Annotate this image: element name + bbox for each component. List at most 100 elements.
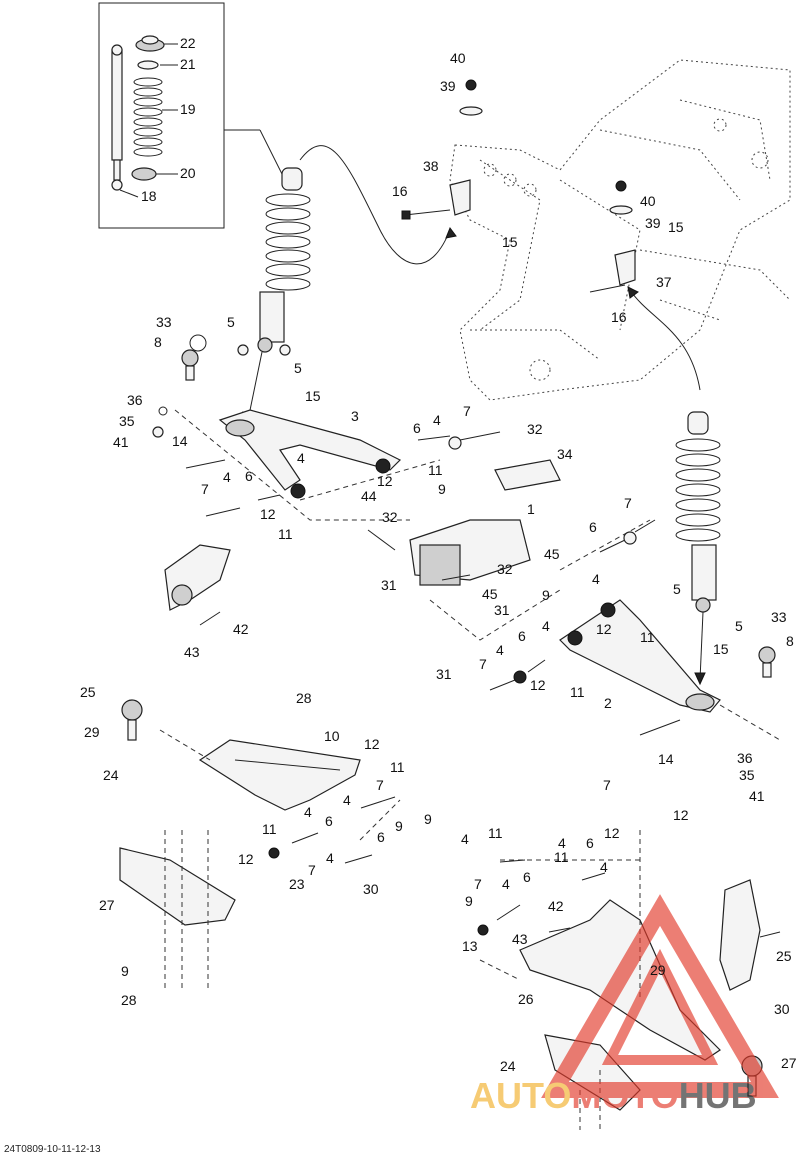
part-label: 4 xyxy=(496,642,504,658)
part-label: 32 xyxy=(382,509,398,525)
part-label: 19 xyxy=(180,101,196,117)
part-label: 9 xyxy=(395,818,403,834)
part-label: 41 xyxy=(113,434,129,450)
part-label: 13 xyxy=(462,938,478,954)
part-label: 6 xyxy=(377,829,385,845)
part-label: 40 xyxy=(640,193,656,209)
part-label: 9 xyxy=(542,587,550,603)
ball-joint-8-right xyxy=(758,646,776,678)
knuckle-right xyxy=(719,879,761,991)
part-label: 15 xyxy=(668,219,684,235)
part-label: 4 xyxy=(304,804,312,820)
part-label: 4 xyxy=(502,876,510,892)
part-label: 6 xyxy=(589,519,597,535)
part-label: 6 xyxy=(523,869,531,885)
assembly-guides xyxy=(159,409,781,1130)
part-label: 11 xyxy=(488,825,503,841)
part-label: 4 xyxy=(461,831,469,847)
part-label: 36 xyxy=(127,392,143,408)
part-label: 2 xyxy=(604,695,612,711)
part-label: 42 xyxy=(548,898,564,914)
part-label: 4 xyxy=(223,469,231,485)
watermark-logo: AUTOMOTOHUB xyxy=(470,894,779,1116)
part-label: 9 xyxy=(438,481,446,497)
part-label: 7 xyxy=(201,481,209,497)
part-label: 36 xyxy=(737,750,753,766)
watermark-part3: HUB xyxy=(679,1075,757,1116)
part-label: 12 xyxy=(530,677,546,693)
watermark-part2: MOTO xyxy=(571,1075,678,1116)
part-label: 4 xyxy=(297,450,305,466)
part-label: 38 xyxy=(423,158,439,174)
part-label: 45 xyxy=(544,546,560,562)
shock-absorber-small xyxy=(111,44,123,191)
part-label: 12 xyxy=(604,825,620,841)
part-label: 11 xyxy=(278,526,293,542)
part-label: 41 xyxy=(749,788,765,804)
spring-retainer-top xyxy=(135,35,165,52)
part-label: 26 xyxy=(518,991,534,1007)
part-label: 44 xyxy=(361,488,377,504)
part-label: 7 xyxy=(463,403,471,419)
ball-joint-29-left xyxy=(121,699,143,741)
part-label: 33 xyxy=(771,609,787,625)
part-label: 6 xyxy=(586,835,594,851)
part-label: 9 xyxy=(465,893,473,909)
part-label: 7 xyxy=(308,862,316,878)
drawing-code: 24T0809-10-11-12-13 xyxy=(4,1144,101,1155)
part-label: 31 xyxy=(494,602,510,618)
part-label: 8 xyxy=(786,633,794,649)
part-label: 43 xyxy=(512,931,528,947)
part-label: 11 xyxy=(428,462,443,478)
lower-a-arm-right xyxy=(559,599,721,713)
bracket-34 xyxy=(494,459,561,491)
part-label: 7 xyxy=(474,876,482,892)
part-label: 16 xyxy=(392,183,408,199)
part-label: 43 xyxy=(184,644,200,660)
upper-a-arm-left xyxy=(218,409,402,499)
part-label: 7 xyxy=(376,777,384,793)
part-label: 4 xyxy=(600,859,608,875)
part-label: 7 xyxy=(603,777,611,793)
part-label: 9 xyxy=(424,811,432,827)
part-label: 29 xyxy=(84,724,100,740)
lower-a-arm-10 xyxy=(198,739,361,811)
part-label: 12 xyxy=(377,473,393,489)
part-label: 28 xyxy=(296,690,312,706)
part-label: 32 xyxy=(497,561,513,577)
part-label: 5 xyxy=(294,360,302,376)
part-label: 6 xyxy=(518,628,526,644)
part-label: 33 xyxy=(156,314,172,330)
part-label: 15 xyxy=(713,641,729,657)
part-label: 11 xyxy=(390,759,405,775)
part-label: 32 xyxy=(527,421,543,437)
part-label: 27 xyxy=(781,1055,797,1071)
part-label: 6 xyxy=(245,468,253,484)
part-label: 35 xyxy=(739,767,755,783)
part-label: 23 xyxy=(289,876,305,892)
part-label: 15 xyxy=(305,388,321,404)
knuckle-left xyxy=(164,544,231,611)
part-label: 16 xyxy=(611,309,627,325)
part-label: 4 xyxy=(542,618,550,634)
part-label: 11 xyxy=(554,849,569,865)
watermark-text: AUTOMOTOHUB xyxy=(470,1075,757,1116)
part-label: 42 xyxy=(233,621,249,637)
part-label: 22 xyxy=(180,35,196,51)
part-label: 11 xyxy=(640,629,655,645)
part-label: 40 xyxy=(450,50,466,66)
part-labels: 22 21 19 20 18 40 39 38 16 15 40 39 15 3… xyxy=(80,35,797,1074)
part-label: 31 xyxy=(381,577,397,593)
part-label: 24 xyxy=(500,1058,516,1074)
part-label: 20 xyxy=(180,165,196,181)
part-label: 37 xyxy=(656,274,672,290)
part-label: 21 xyxy=(180,56,196,72)
watermark-part1: AUTO xyxy=(470,1075,571,1116)
part-label: 5 xyxy=(735,618,743,634)
part-label: 14 xyxy=(172,433,188,449)
part-label: 30 xyxy=(363,881,379,897)
part-label: 39 xyxy=(645,215,661,231)
part-label: 12 xyxy=(364,736,380,752)
part-label: 31 xyxy=(436,666,452,682)
part-label: 24 xyxy=(103,767,119,783)
